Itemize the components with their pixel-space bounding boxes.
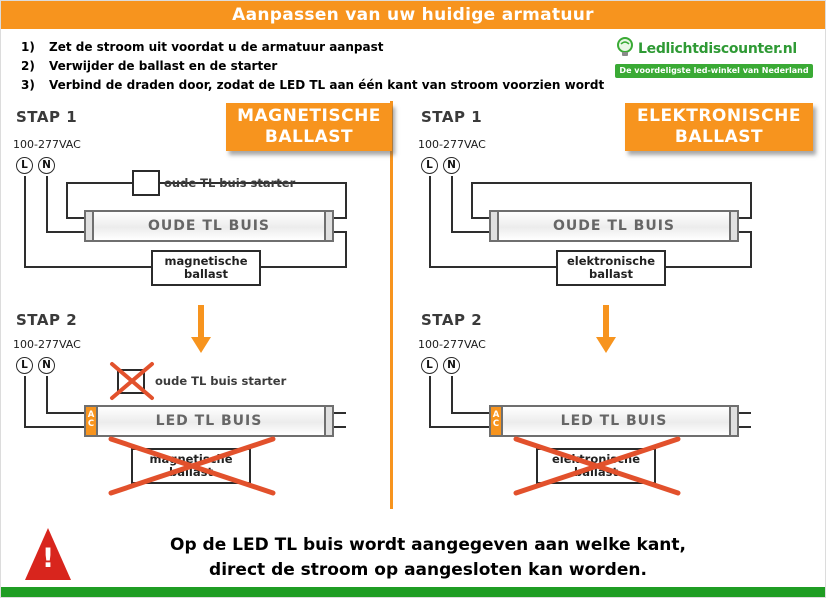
instruction-step-3: 3) Verbind de draden door, zodat de LED … <box>21 75 604 94</box>
tube-end-cap <box>729 405 739 437</box>
instruction-number: 1) <box>21 39 35 54</box>
logo-name: Ledlichtdiscounter.nl <box>638 41 797 57</box>
terminal-n: N <box>38 157 55 174</box>
terminal-n: N <box>443 357 460 374</box>
instruction-text: Verwijder de ballast en de starter <box>49 58 278 73</box>
column-divider <box>390 101 393 509</box>
old-tube: OUDE TL BUIS <box>489 210 739 242</box>
brand-logo: Ledlichtdiscounter.nl De voordeligste le… <box>615 36 813 78</box>
starter-label: oude TL buis starter <box>164 176 296 190</box>
starter-box <box>132 170 160 196</box>
terminal-l: L <box>421 357 438 374</box>
removed-ballast-box: magnetische ballast <box>131 448 251 484</box>
instruction-step-2: 2) Verwijder de ballast en de starter <box>21 56 604 75</box>
ballast-box: magnetische ballast <box>151 250 261 286</box>
page-title: Aanpassen van uw huidige armatuur <box>1 1 825 29</box>
tube-end-cap <box>489 210 499 242</box>
step2-title: STAP 2 <box>16 311 78 329</box>
magnetic-ballast-column: STAP 1 MAGNETISCHE BALLAST 100-277VAC L … <box>1 101 393 511</box>
instruction-list: 1) Zet de stroom uit voordat u de armatu… <box>21 37 604 94</box>
ac-end-cap: AC <box>489 405 503 437</box>
instruction-number: 3) <box>21 77 35 92</box>
step1-title: STAP 1 <box>16 108 78 126</box>
voltage-label: 100-277VAC <box>418 138 486 151</box>
starter-label: oude TL buis starter <box>155 374 287 388</box>
led-tube: AC LED TL BUIS <box>84 405 334 437</box>
terminal-l: L <box>16 357 33 374</box>
tube-end-cap <box>84 210 94 242</box>
ballast-box: elektronische ballast <box>556 250 666 286</box>
terminal-l: L <box>16 157 33 174</box>
warning-line-2: direct de stroom op aangesloten kan word… <box>209 560 647 580</box>
ac-label: AC <box>87 410 95 429</box>
tube-label: OUDE TL BUIS <box>552 218 675 234</box>
footer-bar <box>1 587 825 597</box>
terminal-l: L <box>421 157 438 174</box>
tube-end-cap <box>729 210 739 242</box>
step2-title: STAP 2 <box>421 311 483 329</box>
terminal-n: N <box>443 157 460 174</box>
lightbulb-icon <box>615 36 635 62</box>
ac-end-cap: AC <box>84 405 98 437</box>
logo-tagline: De voordeligste led-winkel van Nederland <box>615 64 813 78</box>
instruction-number: 2) <box>21 58 35 73</box>
instruction-step-1: 1) Zet de stroom uit voordat u de armatu… <box>21 37 604 56</box>
step1-title: STAP 1 <box>421 108 483 126</box>
removed-ballast-box: elektronische ballast <box>536 448 656 484</box>
voltage-label: 100-277VAC <box>13 138 81 151</box>
ballast-type-label: MAGNETISCHE BALLAST <box>226 103 392 151</box>
tube-label: LED TL BUIS <box>560 413 668 429</box>
tube-end-cap <box>324 405 334 437</box>
warning-triangle-icon: ! <box>25 528 71 580</box>
instruction-text: Zet de stroom uit voordat u de armatuur … <box>49 39 384 54</box>
led-tube: AC LED TL BUIS <box>489 405 739 437</box>
instruction-text: Verbind de draden door, zodat de LED TL … <box>49 77 605 92</box>
tube-label: OUDE TL BUIS <box>147 218 270 234</box>
tube-end-cap <box>324 210 334 242</box>
electronic-ballast-column: STAP 1 ELEKTRONISCHE BALLAST 100-277VAC … <box>406 101 825 511</box>
exclamation-mark: ! <box>41 543 55 574</box>
warning-text: Op de LED TL buis wordt aangegeven aan w… <box>91 533 765 583</box>
old-tube: OUDE TL BUIS <box>84 210 334 242</box>
voltage-label: 100-277VAC <box>418 338 486 351</box>
voltage-label: 100-277VAC <box>13 338 81 351</box>
warning-line-1: Op de LED TL buis wordt aangegeven aan w… <box>170 535 686 555</box>
ac-label: AC <box>492 410 500 429</box>
logo-row: Ledlichtdiscounter.nl <box>615 36 813 62</box>
removed-starter-box <box>117 369 145 394</box>
terminal-n: N <box>38 357 55 374</box>
tube-label: LED TL BUIS <box>155 413 263 429</box>
ballast-type-label: ELEKTRONISCHE BALLAST <box>625 103 813 151</box>
